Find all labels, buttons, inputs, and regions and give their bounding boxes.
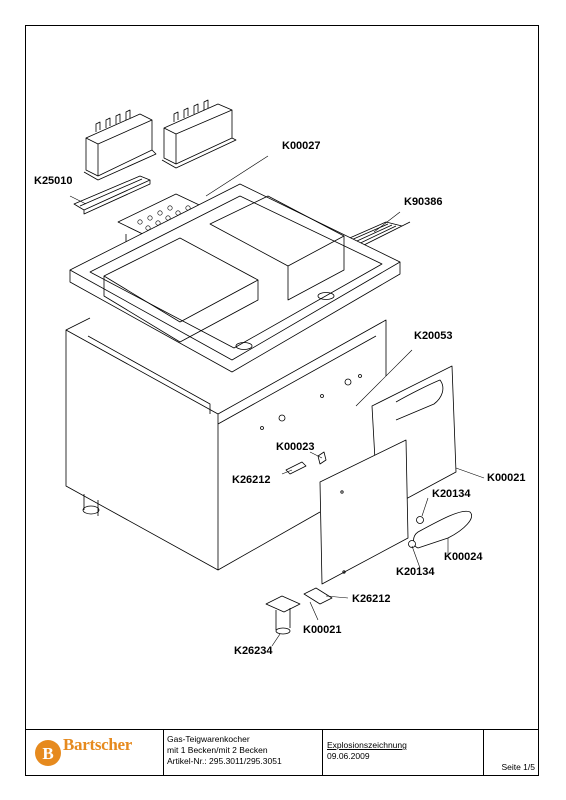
part-label-k26212-b: K26212: [352, 593, 391, 605]
document-type: Explosionszeichnung: [327, 740, 407, 750]
article-number: Artikel-Nr.: 295.3011/295.3051: [167, 756, 282, 766]
cabinet: [65, 317, 387, 571]
part-label-k00021-b: K00021: [303, 624, 342, 636]
adjustable-foot: [265, 595, 301, 635]
doc-cell: Explosionszeichnung 09.06.2009: [323, 730, 484, 776]
part-label-k25010: K25010: [34, 175, 73, 187]
basket-insert-left: [83, 109, 157, 181]
product-name: Gas-Teigwarenkocher: [167, 734, 250, 744]
worktop: [69, 183, 401, 373]
part-label-k00024: K00024: [444, 551, 483, 563]
brand-logo: Bartscher: [63, 735, 133, 754]
page-cell: Seite 1/5: [484, 730, 539, 776]
door-front: [319, 439, 409, 585]
part-label-k20134-a: K20134: [432, 488, 471, 500]
part-label-k26234: K26234: [234, 645, 273, 657]
part-label-k20134-b: K20134: [396, 566, 435, 578]
product-cell: Gas-Teigwarenkocher mit 1 Becken/mit 2 B…: [164, 730, 323, 776]
logo-cell: B Bartscher: [25, 730, 164, 776]
bartscher-logo-mark: B: [35, 740, 61, 766]
page-number: Seite 1/5: [501, 762, 535, 772]
product-variant: mit 1 Becken/mit 2 Becken: [167, 745, 268, 755]
svg-text:B: B: [42, 744, 53, 763]
title-block: B Bartscher Gas-Teigwarenkocher mit 1 Be…: [25, 729, 539, 776]
part-label-k00027: K00027: [282, 140, 321, 152]
leader-lines: [69, 155, 485, 647]
part-label-k90386: K90386: [404, 196, 443, 208]
handle: [408, 510, 472, 549]
drawing-frame: [25, 25, 539, 776]
document-date: 09.06.2009: [327, 751, 370, 761]
part-label-k00021-a: K00021: [487, 472, 526, 484]
basket-insert-right: [161, 99, 237, 169]
strainer-bar: [73, 175, 151, 215]
part-label-k20053: K20053: [414, 330, 453, 342]
part-label-k26212-a: K26212: [232, 474, 271, 486]
part-label-k00023: K00023: [276, 441, 315, 453]
hinge-parts: [285, 451, 333, 605]
